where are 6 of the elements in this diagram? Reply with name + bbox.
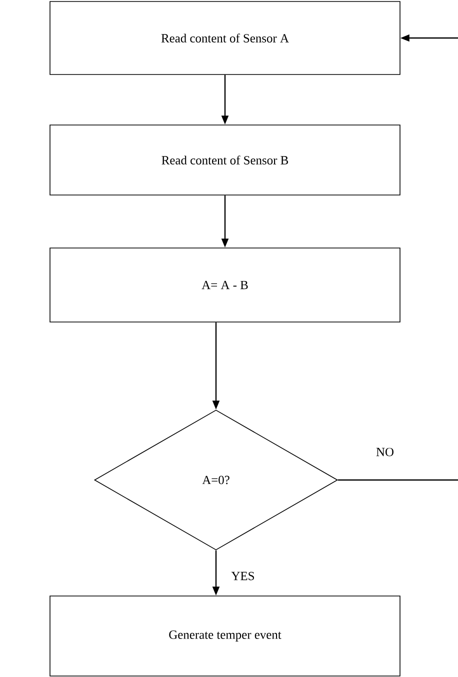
edge-label: YES <box>231 572 254 580</box>
edge-label: NO <box>376 448 394 456</box>
process-box: Read content of Sensor A <box>50 1 400 75</box>
process-box: A= A - B <box>50 248 400 322</box>
process-box: Read content of Sensor B <box>50 124 400 196</box>
process-box: Generate temper event <box>50 596 400 676</box>
